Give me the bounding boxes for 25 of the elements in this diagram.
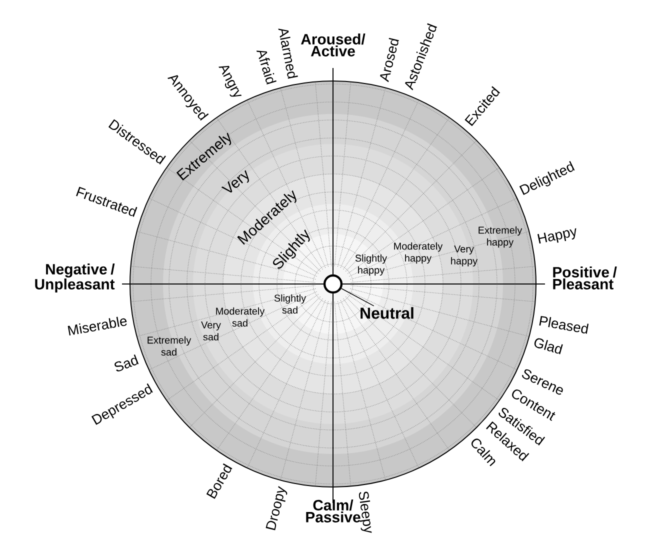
leader-line [341, 288, 374, 306]
emotion-label: Happy [537, 228, 576, 244]
intensity-label: Extremely sad [148, 336, 192, 356]
intensity-label: Very happy [451, 246, 478, 266]
emotion-label: Glad [534, 338, 563, 354]
emotion-label: Angry [218, 66, 242, 97]
intensity-label: Slightly happy [355, 254, 388, 276]
neutral-label: Neutral [360, 307, 414, 319]
emotion-label: Afraid [256, 50, 276, 85]
intensity-label: Slightly sad [274, 294, 306, 314]
emotion-label: Miserable [68, 316, 127, 336]
intensity-label: Moderately happy [394, 242, 443, 264]
center-circle [323, 274, 343, 294]
emotion-label: Sad [114, 354, 139, 372]
axis-label: Calm/ Passive [306, 500, 360, 522]
axis-label: Negative / Unpleasant [35, 264, 115, 292]
intensity-label: Very sad [201, 322, 221, 340]
emotion-label: Droopy [266, 486, 288, 530]
emotion-label: Pleased [539, 316, 589, 334]
intensity-label: Extremely happy [478, 226, 522, 248]
axis-label: Positive / Pleasant [553, 266, 617, 290]
emotion-label: Sleepy [358, 492, 372, 533]
emotion-label: Alarmed [278, 28, 298, 79]
emotion-label: Arosed [380, 38, 399, 82]
axis-label: Aroused/ Active [301, 34, 366, 56]
